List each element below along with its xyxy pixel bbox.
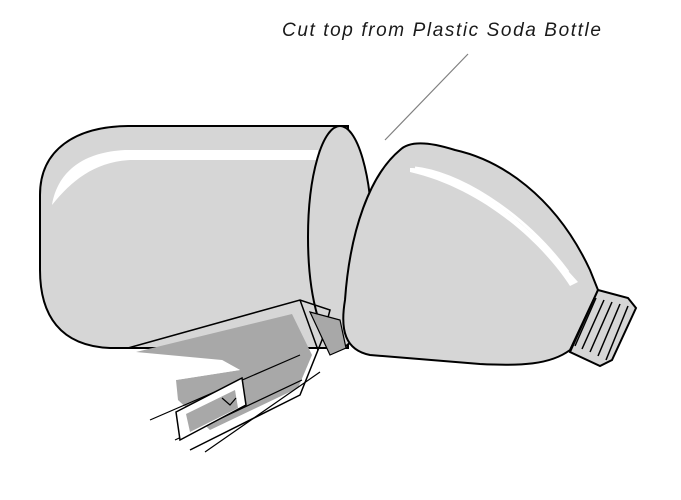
callout-label: Cut top from Plastic Soda Bottle: [282, 20, 603, 41]
hand-icon: [127, 299, 347, 453]
callout-leader-line: [384, 53, 469, 141]
bottle-top-icon: [342, 142, 600, 366]
bottle-cap-icon: [568, 288, 638, 368]
